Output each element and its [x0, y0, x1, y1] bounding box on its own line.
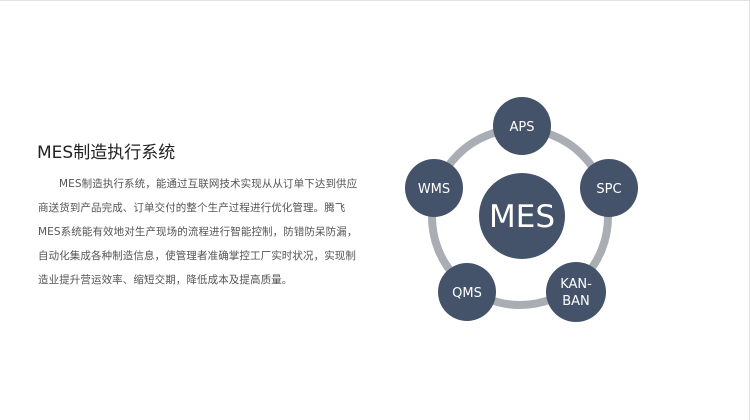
node-spc: SPC: [580, 159, 638, 217]
node-qms: QMS: [438, 263, 496, 321]
node-wms: WMS: [405, 159, 463, 217]
center-node-mes: MES: [479, 173, 565, 259]
node-kanban: KAN- BAN: [546, 262, 606, 322]
center-node-label: MES: [489, 199, 555, 235]
frame-top-border: [0, 0, 750, 1]
node-aps: APS: [493, 97, 551, 155]
node-spc-label: SPC: [596, 182, 621, 197]
node-aps-label: APS: [510, 120, 535, 135]
section-title: MES制造执行系统: [37, 143, 176, 163]
node-qms-label: QMS: [452, 286, 482, 301]
section-body: MES制造执行系统，能通过互联网技术实现从从订单下达到供应商送货到产品完成、订单…: [38, 178, 358, 286]
node-wms-label: WMS: [418, 182, 450, 197]
node-kanban-label-line2: BAN: [562, 294, 590, 309]
node-kanban-label-line1: KAN-: [560, 277, 592, 292]
